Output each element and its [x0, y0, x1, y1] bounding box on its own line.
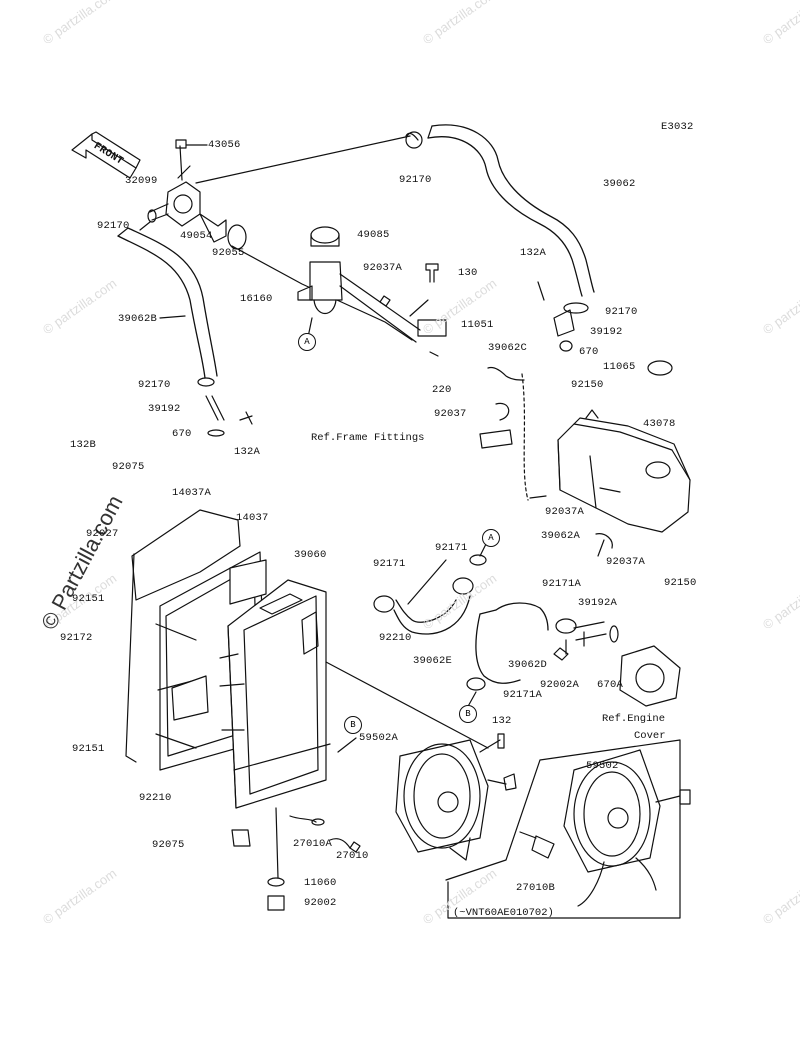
- part-label[interactable]: 92210: [379, 632, 412, 644]
- part-label[interactable]: 92170: [97, 220, 130, 232]
- part-label[interactable]: 39062D: [508, 659, 548, 671]
- part-label[interactable]: 39062B: [118, 313, 158, 325]
- part-label[interactable]: 92170: [399, 174, 432, 186]
- part-label[interactable]: 92210: [139, 792, 172, 804]
- part-label[interactable]: 92037: [434, 408, 467, 420]
- engine-cover-note: Cover: [634, 730, 666, 742]
- part-label[interactable]: 39062E: [413, 655, 453, 667]
- front-arrow-icon: [71, 131, 141, 179]
- part-label[interactable]: 92171: [435, 542, 468, 554]
- part-label[interactable]: 92150: [571, 379, 604, 391]
- part-label[interactable]: 132A: [520, 247, 547, 259]
- part-label[interactable]: 39062C: [488, 342, 528, 354]
- part-label[interactable]: 39062: [603, 178, 636, 190]
- part-label[interactable]: 43056: [208, 139, 241, 151]
- part-label[interactable]: 92075: [112, 461, 145, 473]
- part-label[interactable]: 11060: [304, 877, 337, 889]
- part-label[interactable]: 39060: [294, 549, 327, 561]
- part-label[interactable]: 670: [579, 346, 599, 358]
- part-label[interactable]: 49054: [180, 230, 213, 242]
- part-label[interactable]: 92171A: [542, 578, 582, 590]
- part-label[interactable]: 43078: [643, 418, 676, 430]
- part-label[interactable]: 92171A: [503, 689, 543, 701]
- part-label[interactable]: 92037A: [545, 506, 585, 518]
- part-label[interactable]: 59502: [586, 760, 619, 772]
- part-label[interactable]: 132B: [70, 439, 97, 451]
- part-label[interactable]: 92170: [138, 379, 171, 391]
- part-label[interactable]: 132: [492, 715, 512, 727]
- part-label[interactable]: 16160: [240, 293, 273, 305]
- part-label[interactable]: 92055: [212, 247, 245, 259]
- serial-range-note: (~VNT60AE010702): [453, 907, 554, 919]
- part-label[interactable]: 59502A: [359, 732, 399, 744]
- part-label[interactable]: 39192: [590, 326, 623, 338]
- part-label[interactable]: 92151: [72, 743, 105, 755]
- part-label[interactable]: 130: [458, 267, 478, 279]
- diagram-code: E3032: [661, 121, 694, 133]
- part-label[interactable]: 11065: [603, 361, 636, 373]
- part-label[interactable]: 92171: [373, 558, 406, 570]
- part-label[interactable]: 92150: [664, 577, 697, 589]
- part-label[interactable]: 14037A: [172, 487, 212, 499]
- callout-b[interactable]: B: [459, 705, 477, 723]
- part-label[interactable]: 27010: [336, 850, 369, 862]
- part-label[interactable]: 49085: [357, 229, 390, 241]
- part-label[interactable]: 32099: [125, 175, 158, 187]
- engine-cover-note: Ref.Engine: [602, 713, 666, 725]
- part-label[interactable]: 92002: [304, 897, 337, 909]
- part-label[interactable]: 92172: [60, 632, 93, 644]
- part-label[interactable]: 27010B: [516, 882, 556, 894]
- part-label[interactable]: 39192A: [578, 597, 618, 609]
- part-label[interactable]: 14037: [236, 512, 269, 524]
- part-label[interactable]: 11051: [461, 319, 494, 331]
- callout-a[interactable]: A: [482, 529, 500, 547]
- frame-fittings-note: Ref.Frame Fittings: [311, 432, 425, 444]
- part-label[interactable]: 92037A: [606, 556, 646, 568]
- part-label[interactable]: 92027: [86, 528, 119, 540]
- callout-b[interactable]: B: [344, 716, 362, 734]
- part-label[interactable]: 92037A: [363, 262, 403, 274]
- part-label[interactable]: 132A: [234, 446, 261, 458]
- part-label[interactable]: 92075: [152, 839, 185, 851]
- part-label[interactable]: 670A: [597, 679, 624, 691]
- part-label[interactable]: 92170: [605, 306, 638, 318]
- part-label[interactable]: 39192: [148, 403, 181, 415]
- part-label[interactable]: 670: [172, 428, 192, 440]
- part-label[interactable]: 92151: [72, 593, 105, 605]
- callout-a[interactable]: A: [298, 333, 316, 351]
- part-label[interactable]: 220: [432, 384, 452, 396]
- part-label[interactable]: 92002A: [540, 679, 580, 691]
- part-label[interactable]: 39062A: [541, 530, 581, 542]
- part-label[interactable]: 27010A: [293, 838, 333, 850]
